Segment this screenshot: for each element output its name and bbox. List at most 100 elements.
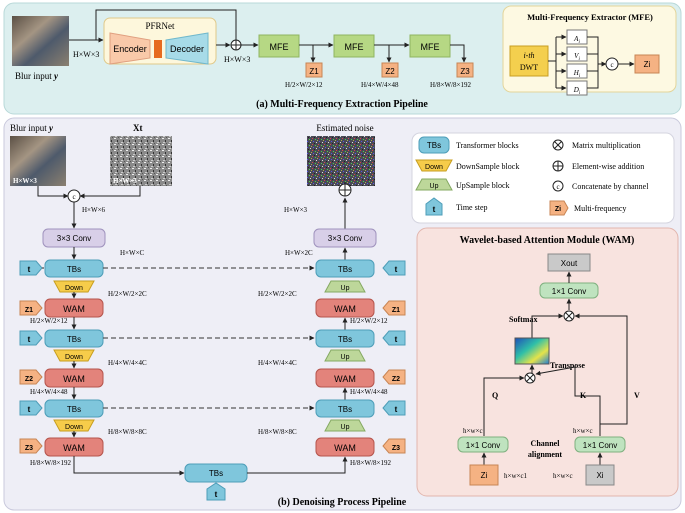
- decoder-block: [165, 32, 209, 65]
- svg-text:Up: Up: [341, 424, 350, 431]
- svg-text:Multi-frequency: Multi-frequency: [574, 204, 626, 213]
- svg-text:Q: Q: [492, 391, 498, 400]
- svg-text:Down: Down: [65, 285, 83, 292]
- blur-input-label: Blur input: [15, 71, 52, 81]
- wam-conv-right: [574, 436, 626, 453]
- svg-text:Down: Down: [65, 354, 83, 361]
- svg-text:TBs: TBs: [209, 469, 223, 478]
- svg-text:t: t: [433, 205, 436, 214]
- svg-text:TBs: TBs: [338, 405, 352, 414]
- svg-text:WAM: WAM: [334, 304, 356, 314]
- tbs-right-2: [315, 329, 375, 348]
- svg-text:Vi: Vi: [574, 52, 580, 62]
- svg-text:MFE: MFE: [270, 42, 289, 52]
- svg-text:MFE: MFE: [345, 42, 364, 52]
- svg-text:Zi: Zi: [481, 471, 488, 480]
- svg-text:WAM: WAM: [334, 374, 356, 384]
- svg-text:H/4×W/4×4C: H/4×W/4×4C: [108, 359, 147, 367]
- svg-text:Channel: Channel: [531, 439, 561, 448]
- panel-b-caption: (b) Denoising Process Pipeline: [278, 497, 407, 508]
- svg-text:H/2×W/2×2C: H/2×W/2×2C: [258, 290, 297, 298]
- svg-text:h×w×c1: h×w×c1: [504, 472, 528, 480]
- svg-text:Zi: Zi: [555, 206, 561, 213]
- left-side-inputs: t Z1 t Z2 t Z3: [19, 260, 44, 454]
- dims-after-sum: H×W×3: [224, 55, 250, 64]
- svg-text:H/4×W/4×4C: H/4×W/4×4C: [258, 359, 297, 367]
- wam-right-1: [315, 298, 375, 318]
- svg-text:Down: Down: [425, 164, 443, 171]
- up-block-2: [324, 349, 366, 362]
- svg-text:h×w×c: h×w×c: [553, 472, 573, 480]
- svg-text:H/8×W/8×8C: H/8×W/8×8C: [258, 428, 297, 436]
- skip-connections: [103, 265, 315, 411]
- blur-input-image: [12, 16, 69, 66]
- svg-text:t: t: [28, 405, 31, 414]
- xout-box: [547, 253, 591, 272]
- down-block-3: [53, 419, 95, 432]
- z2-dims: H/4×W/4×48: [361, 81, 399, 89]
- svg-text:1×1 Conv: 1×1 Conv: [466, 441, 500, 450]
- svg-text:Transpose: Transpose: [550, 361, 585, 370]
- svg-text:H/2×W/2×12: H/2×W/2×12: [30, 317, 68, 325]
- svg-text:Z2: Z2: [392, 376, 400, 383]
- svg-text:H/8×W/8×8C: H/8×W/8×8C: [108, 428, 147, 436]
- wam-detail: Wavelet-based Attention Module (WAM) Xou…: [416, 227, 679, 497]
- xt-label: Xt: [133, 123, 143, 133]
- svg-text:Transformer blocks: Transformer blocks: [456, 141, 519, 150]
- svg-text:t: t: [395, 405, 398, 414]
- dwt-line2: DWT: [520, 63, 538, 72]
- zi-box: [634, 54, 660, 74]
- svg-text:t: t: [395, 265, 398, 274]
- z1-dims: H/2×W/2×12: [285, 81, 323, 89]
- dwt-line1: i-th: [523, 51, 534, 60]
- down-block-2: [53, 349, 95, 362]
- svg-text:Blur input y: Blur input y: [15, 71, 59, 81]
- up-block-1: [324, 280, 366, 293]
- wam-right-2: [315, 368, 375, 388]
- time-step-bottleneck: [206, 482, 226, 501]
- svg-text:V: V: [634, 391, 640, 400]
- svg-text:t: t: [28, 335, 31, 344]
- svg-text:Di: Di: [573, 86, 581, 96]
- svg-text:h×w×c: h×w×c: [573, 427, 593, 435]
- svg-text:h×w×c: h×w×c: [463, 427, 483, 435]
- svg-text:Xout: Xout: [561, 259, 578, 268]
- svg-text:H/2×W/2×12: H/2×W/2×12: [350, 317, 388, 325]
- svg-text:Matrix multiplication: Matrix multiplication: [572, 141, 641, 150]
- svg-text:Z3: Z3: [392, 445, 400, 452]
- svg-text:MFE: MFE: [421, 42, 440, 52]
- blur-input-image-b: [10, 136, 66, 186]
- noise-label: Estimated noise: [316, 123, 373, 133]
- mfe-block-3: [409, 34, 451, 58]
- wam-right-3: [315, 437, 375, 457]
- tbs-right-3: [315, 399, 375, 418]
- svg-text:Blur input y: Blur input y: [10, 123, 54, 133]
- svg-text:Z1: Z1: [392, 307, 400, 314]
- subband-boxes: Ai Vi Hi Di: [556, 29, 588, 96]
- svg-text:WAM: WAM: [63, 443, 85, 453]
- wam-conv-left: [457, 436, 509, 453]
- z1-box: [305, 62, 323, 78]
- svg-text:Ai: Ai: [573, 35, 580, 45]
- up-block-3: [324, 419, 366, 432]
- svg-text:c: c: [610, 61, 613, 69]
- svg-text:Z1: Z1: [25, 307, 33, 314]
- svg-text:WAM: WAM: [334, 443, 356, 453]
- svg-text:Down: Down: [65, 424, 83, 431]
- attention-map: [514, 337, 550, 365]
- svg-text:3×3 Conv: 3×3 Conv: [328, 234, 362, 243]
- right-side-inputs: t Z1 t Z2 t Z3: [382, 260, 406, 454]
- svg-text:H/2×W/2×2C: H/2×W/2×2C: [108, 290, 147, 298]
- decoder-label: Decoder: [170, 44, 204, 54]
- svg-text:Z3: Z3: [25, 445, 33, 452]
- svg-text:Up: Up: [341, 285, 350, 292]
- svg-text:t: t: [395, 335, 398, 344]
- svg-text:TBs: TBs: [427, 141, 441, 150]
- svg-text:c: c: [556, 183, 559, 191]
- z2-box: [381, 62, 399, 78]
- svg-text:H/8×W/8×192: H/8×W/8×192: [30, 459, 71, 467]
- svg-text:UpSample block: UpSample block: [456, 181, 510, 190]
- svg-text:TBs: TBs: [338, 265, 352, 274]
- svg-text:Up: Up: [341, 354, 350, 361]
- wam-xi-box: [585, 464, 615, 486]
